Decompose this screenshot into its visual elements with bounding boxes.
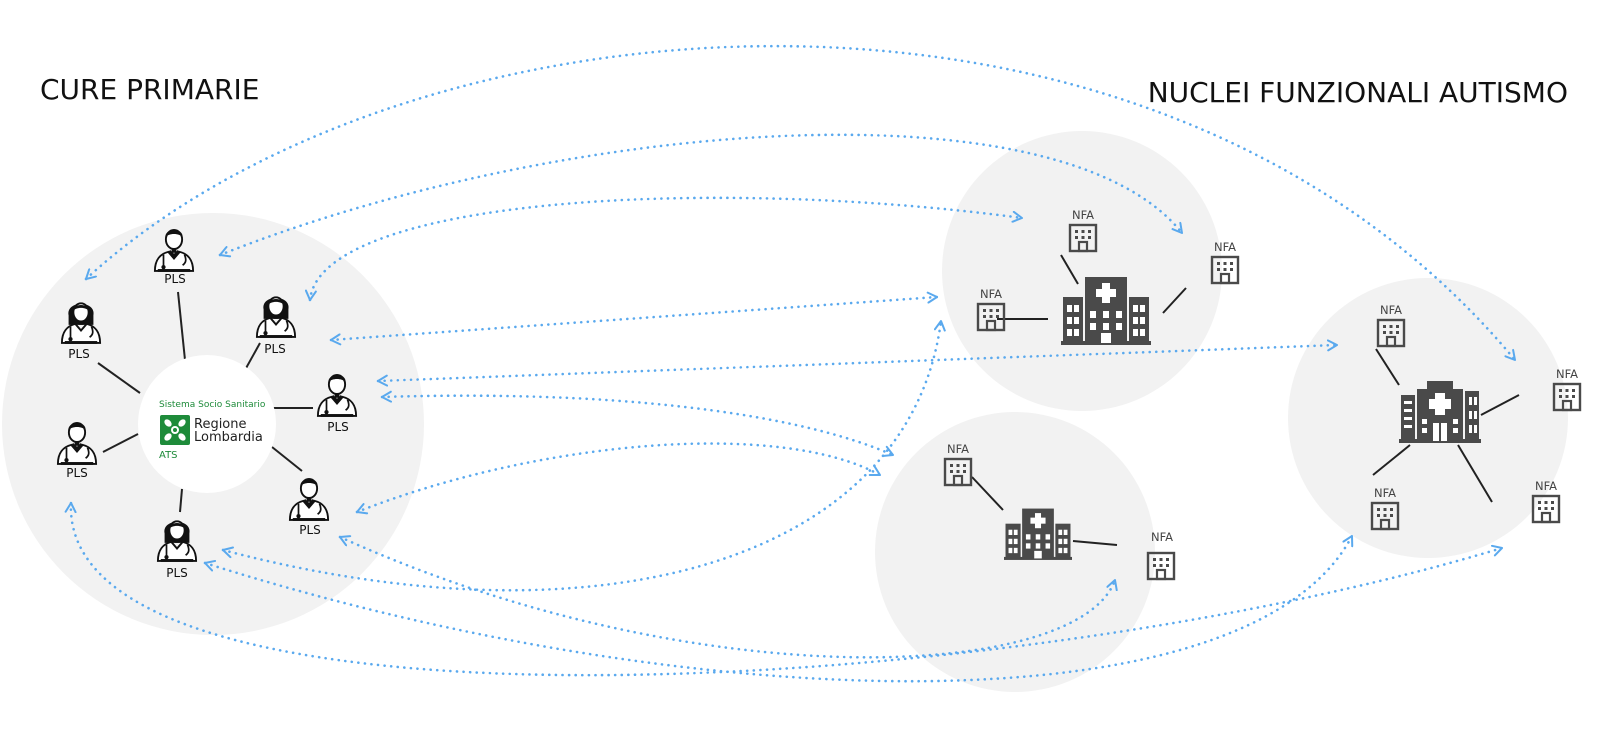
nfa-node: NFA — [943, 442, 973, 487]
pls-node: PLS — [255, 296, 297, 356]
link-hospital-nfa — [1372, 444, 1411, 476]
nfa-node: NFA — [1210, 240, 1240, 285]
link-hub-pls — [102, 433, 139, 453]
arrow-path — [380, 390, 895, 457]
pls-nodes: PLS PLS PLS PLS PLS PLS PLS — [56, 228, 358, 580]
pls-label: PLS — [66, 466, 88, 480]
pls-label: PLS — [164, 272, 186, 286]
hub-regione-label: Regione — [194, 417, 247, 432]
pls-node: PLS — [156, 520, 198, 580]
hub-lombardia-label: Lombardia — [194, 430, 263, 445]
nfa-node: NFA — [1370, 486, 1400, 531]
pls-node: PLS — [60, 302, 102, 361]
arrow-path — [84, 44, 1517, 362]
nfa-label: NFA — [1374, 486, 1396, 500]
nfa-label: NFA — [980, 287, 1002, 301]
pls-label: PLS — [68, 347, 90, 361]
nfa-node: NFA — [976, 287, 1006, 332]
autism-units-title: NUCLEI FUNZIONALI AUTISMO — [1147, 76, 1568, 109]
link-hospital-nfa — [1480, 394, 1520, 416]
arrow-path — [304, 196, 1024, 302]
nfa-node: NFA — [1531, 479, 1561, 524]
arrow-path — [376, 339, 1339, 387]
pls-node: PLS — [153, 228, 195, 286]
nfa-node: NFA — [1552, 367, 1582, 412]
pls-label: PLS — [264, 342, 286, 356]
arrow-path — [203, 534, 1354, 683]
nfa-node: NFA — [1068, 208, 1098, 253]
arrow-path — [64, 501, 1504, 677]
primary-care-title: CURE PRIMARIE — [40, 73, 260, 106]
ats-hub: Sistema Socio Sanitario Regione Lombardi… — [138, 355, 276, 493]
nfa-cluster-top-circle — [942, 131, 1222, 411]
pls-node: PLS — [288, 477, 330, 537]
link-hospital-nfa — [1457, 444, 1493, 503]
nfa-nodes: NFA NFA NFA NFA NFA NFA NFA NFA — [943, 208, 1582, 581]
hub-system-label: Sistema Socio Sanitario — [159, 400, 266, 410]
pls-node: PLS — [316, 373, 358, 434]
nfa-label: NFA — [1072, 208, 1094, 222]
arrow-path — [329, 291, 939, 346]
nfa-label: NFA — [1535, 479, 1557, 493]
nfa-node: NFA — [1146, 530, 1176, 581]
arrows-layer — [64, 44, 1517, 683]
hub-ats-label: ATS — [159, 450, 178, 461]
link-hub-pls — [97, 362, 141, 394]
nfa-label: NFA — [1556, 367, 1578, 381]
nfa-label: NFA — [1151, 530, 1173, 544]
arrow-path — [355, 442, 882, 515]
nfa-label: NFA — [947, 442, 969, 456]
pls-label: PLS — [327, 420, 349, 434]
arrow-path — [338, 535, 1118, 659]
hub-circle — [138, 355, 276, 493]
nfa-label: NFA — [1214, 240, 1236, 254]
pls-label: PLS — [166, 566, 188, 580]
nfa-label: NFA — [1380, 303, 1402, 317]
nfa-node: NFA — [1376, 303, 1406, 348]
pls-label: PLS — [299, 523, 321, 537]
regione-lombardia-logo-icon — [160, 415, 190, 445]
pls-node: PLS — [56, 421, 98, 480]
